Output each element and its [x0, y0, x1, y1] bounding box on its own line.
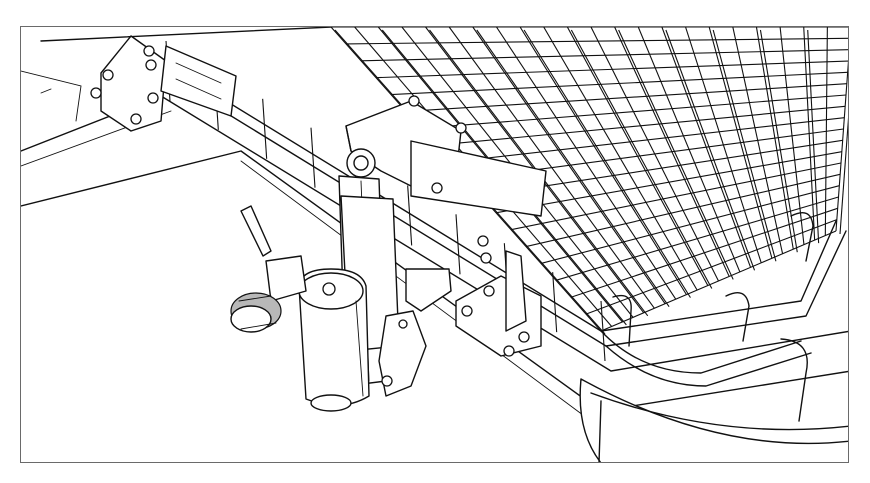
mesh-wire: [360, 49, 848, 62]
mesh-wire: [510, 162, 842, 231]
mesh-wire: [759, 29, 798, 253]
mesh-wire: [345, 37, 848, 45]
mesh-wire: [600, 230, 837, 332]
wire-clips: [21, 70, 814, 347]
mount-bracket-left: [90, 35, 237, 132]
mesh-wire: [476, 29, 670, 308]
hinge-clamp: [345, 95, 547, 217]
mesh-wire: [420, 94, 847, 129]
mesh-wire: [540, 185, 840, 264]
linear-actuator: [230, 175, 427, 412]
mesh-wire: [450, 117, 845, 163]
mesh-wire: [555, 196, 839, 281]
technical-drawing: [21, 27, 848, 462]
drawing-frame: [20, 26, 849, 463]
mounting-plate: [240, 205, 452, 312]
mesh-wire: [570, 29, 713, 289]
mesh-wire: [495, 151, 842, 214]
mesh-wire: [807, 29, 820, 244]
mesh-side-wire: [310, 127, 316, 188]
mesh-side-wire: [455, 214, 461, 275]
mount-bracket-right: [455, 235, 542, 357]
mesh-wire: [405, 83, 847, 112]
mesh-wire: [435, 105, 846, 146]
mesh-wire: [839, 117, 848, 235]
mesh-wire: [523, 29, 691, 298]
mesh-wire: [570, 207, 838, 298]
mesh-wire: [618, 29, 734, 280]
mesh-wire: [375, 60, 848, 79]
mesh-wire: [390, 71, 848, 96]
mesh-side-wire: [262, 98, 268, 159]
tray-corner: [579, 338, 848, 462]
mesh-wire: [665, 29, 756, 271]
mesh-wire: [525, 173, 841, 248]
mesh-side-wire: [407, 185, 413, 246]
mesh-wire: [712, 29, 777, 262]
